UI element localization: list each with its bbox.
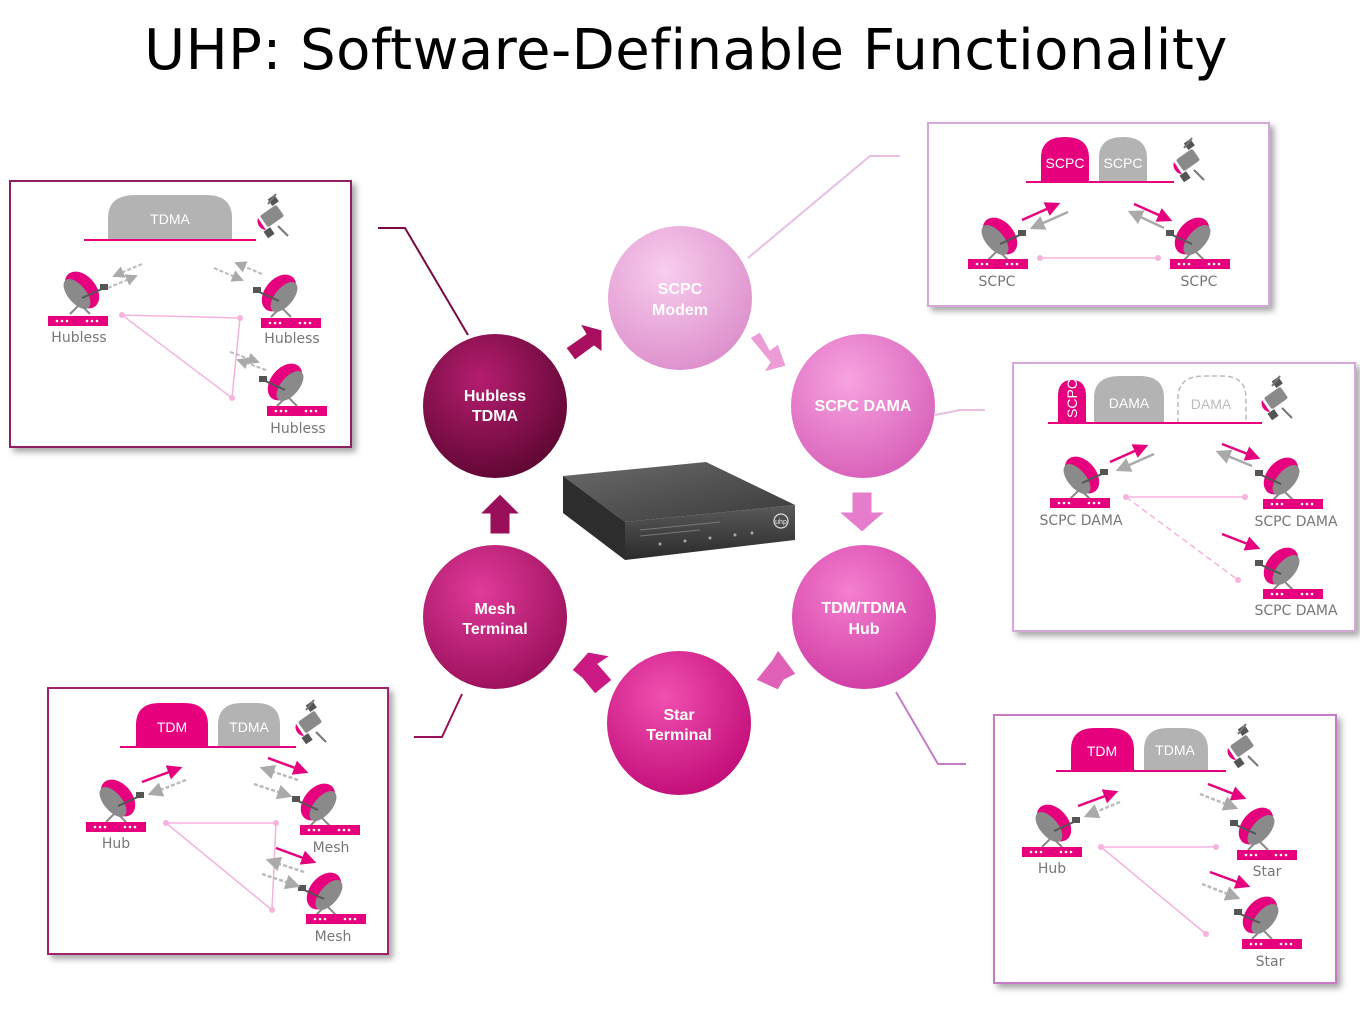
label-hubless-3: Hubless — [270, 421, 325, 437]
label-mesh-2: Mesh — [315, 929, 352, 945]
uhp-router-icon: uhp — [563, 462, 795, 560]
uhp-logo: uhp — [775, 519, 787, 526]
arrow-dama-to-hub — [837, 491, 887, 533]
mesh-panel-content: TDM TDMA Hub Mesh Mesh — [86, 699, 366, 945]
node-scpc-modem — [608, 226, 752, 370]
node-star-terminal — [607, 651, 751, 795]
scpc-panel-content: SCPC SCPC SCPC SCPC — [968, 137, 1230, 290]
arrow-modem-to-dama — [749, 331, 787, 373]
node-scpc-dama — [791, 334, 935, 478]
node-hubless-tdma — [423, 334, 567, 478]
node-hubless-tdma-line1: Hubless — [464, 388, 526, 405]
node-tdm-tdma-hub-line1: TDM/TDMA — [821, 600, 907, 617]
carrier-dama-2: DAMA — [1191, 396, 1232, 412]
node-mesh-terminal-line2: Terminal — [462, 621, 528, 638]
node-tdm-tdma-hub-line2: Hub — [848, 621, 879, 638]
node-mesh-terminal-line1: Mesh — [475, 601, 516, 618]
label-star-1: Star — [1253, 864, 1282, 880]
label-hub: Hub — [1038, 861, 1066, 877]
node-scpc-modem-line1: SCPC — [658, 281, 703, 298]
arrow-star-to-mesh — [571, 651, 613, 695]
label-hubless-2: Hubless — [264, 331, 319, 347]
carrier-scpc-vertical: SCPC — [1064, 379, 1080, 418]
hubless-panel-content: TDMA Hubless Hubless Hubless — [48, 193, 327, 437]
arrow-mesh-to-hubless — [478, 493, 522, 535]
label-scpc-1: SCPC — [979, 274, 1016, 290]
connector-lines — [378, 155, 985, 765]
page-title: UHP: Software-Definable Functionality — [144, 18, 1228, 83]
node-star-terminal-line2: Terminal — [646, 727, 712, 744]
dama-panel-content: SCPC DAMA DAMA SCPC DAMA SCPC DAMA SCPC … — [1039, 375, 1338, 619]
label-scpc-dama-3: SCPC DAMA — [1254, 603, 1338, 619]
carrier-tdma: TDMA — [229, 719, 269, 735]
label-scpc-dama-1: SCPC DAMA — [1039, 513, 1123, 529]
arrow-hubless-to-modem — [565, 323, 603, 361]
node-star-terminal-line1: Star — [663, 707, 694, 724]
node-mesh-terminal — [423, 545, 567, 689]
label-star-2: Star — [1256, 954, 1285, 970]
carrier-tdma: TDMA — [1155, 742, 1195, 758]
carrier-dama-1: DAMA — [1109, 395, 1150, 411]
node-hubless-tdma-line2: TDMA — [472, 408, 519, 425]
panel-scpc-modem — [927, 122, 1270, 307]
carrier-tdma: TDMA — [150, 211, 190, 227]
label-hub: Hub — [102, 836, 130, 852]
carrier-tdm: TDM — [1087, 743, 1117, 759]
node-scpc-modem-line2: Modem — [652, 302, 708, 319]
node-tdm-tdma-hub — [792, 545, 936, 689]
star-panel-content: TDM TDMA Hub Star Star — [1022, 723, 1302, 970]
label-scpc-dama-2: SCPC DAMA — [1254, 514, 1338, 530]
label-mesh-1: Mesh — [313, 840, 350, 856]
cycle-arrows — [478, 323, 887, 695]
node-scpc-dama-line1: SCPC DAMA — [815, 398, 912, 415]
label-scpc-2: SCPC — [1181, 274, 1218, 290]
carrier-scpc-1: SCPC — [1046, 155, 1085, 171]
carrier-tdm: TDM — [157, 719, 187, 735]
label-hubless-1: Hubless — [51, 330, 106, 346]
cycle-nodes: SCPC Modem SCPC DAMA TDM/TDMA Hub Star T… — [423, 226, 936, 795]
carrier-scpc-2: SCPC — [1104, 155, 1143, 171]
arrow-hub-to-star — [755, 649, 797, 691]
